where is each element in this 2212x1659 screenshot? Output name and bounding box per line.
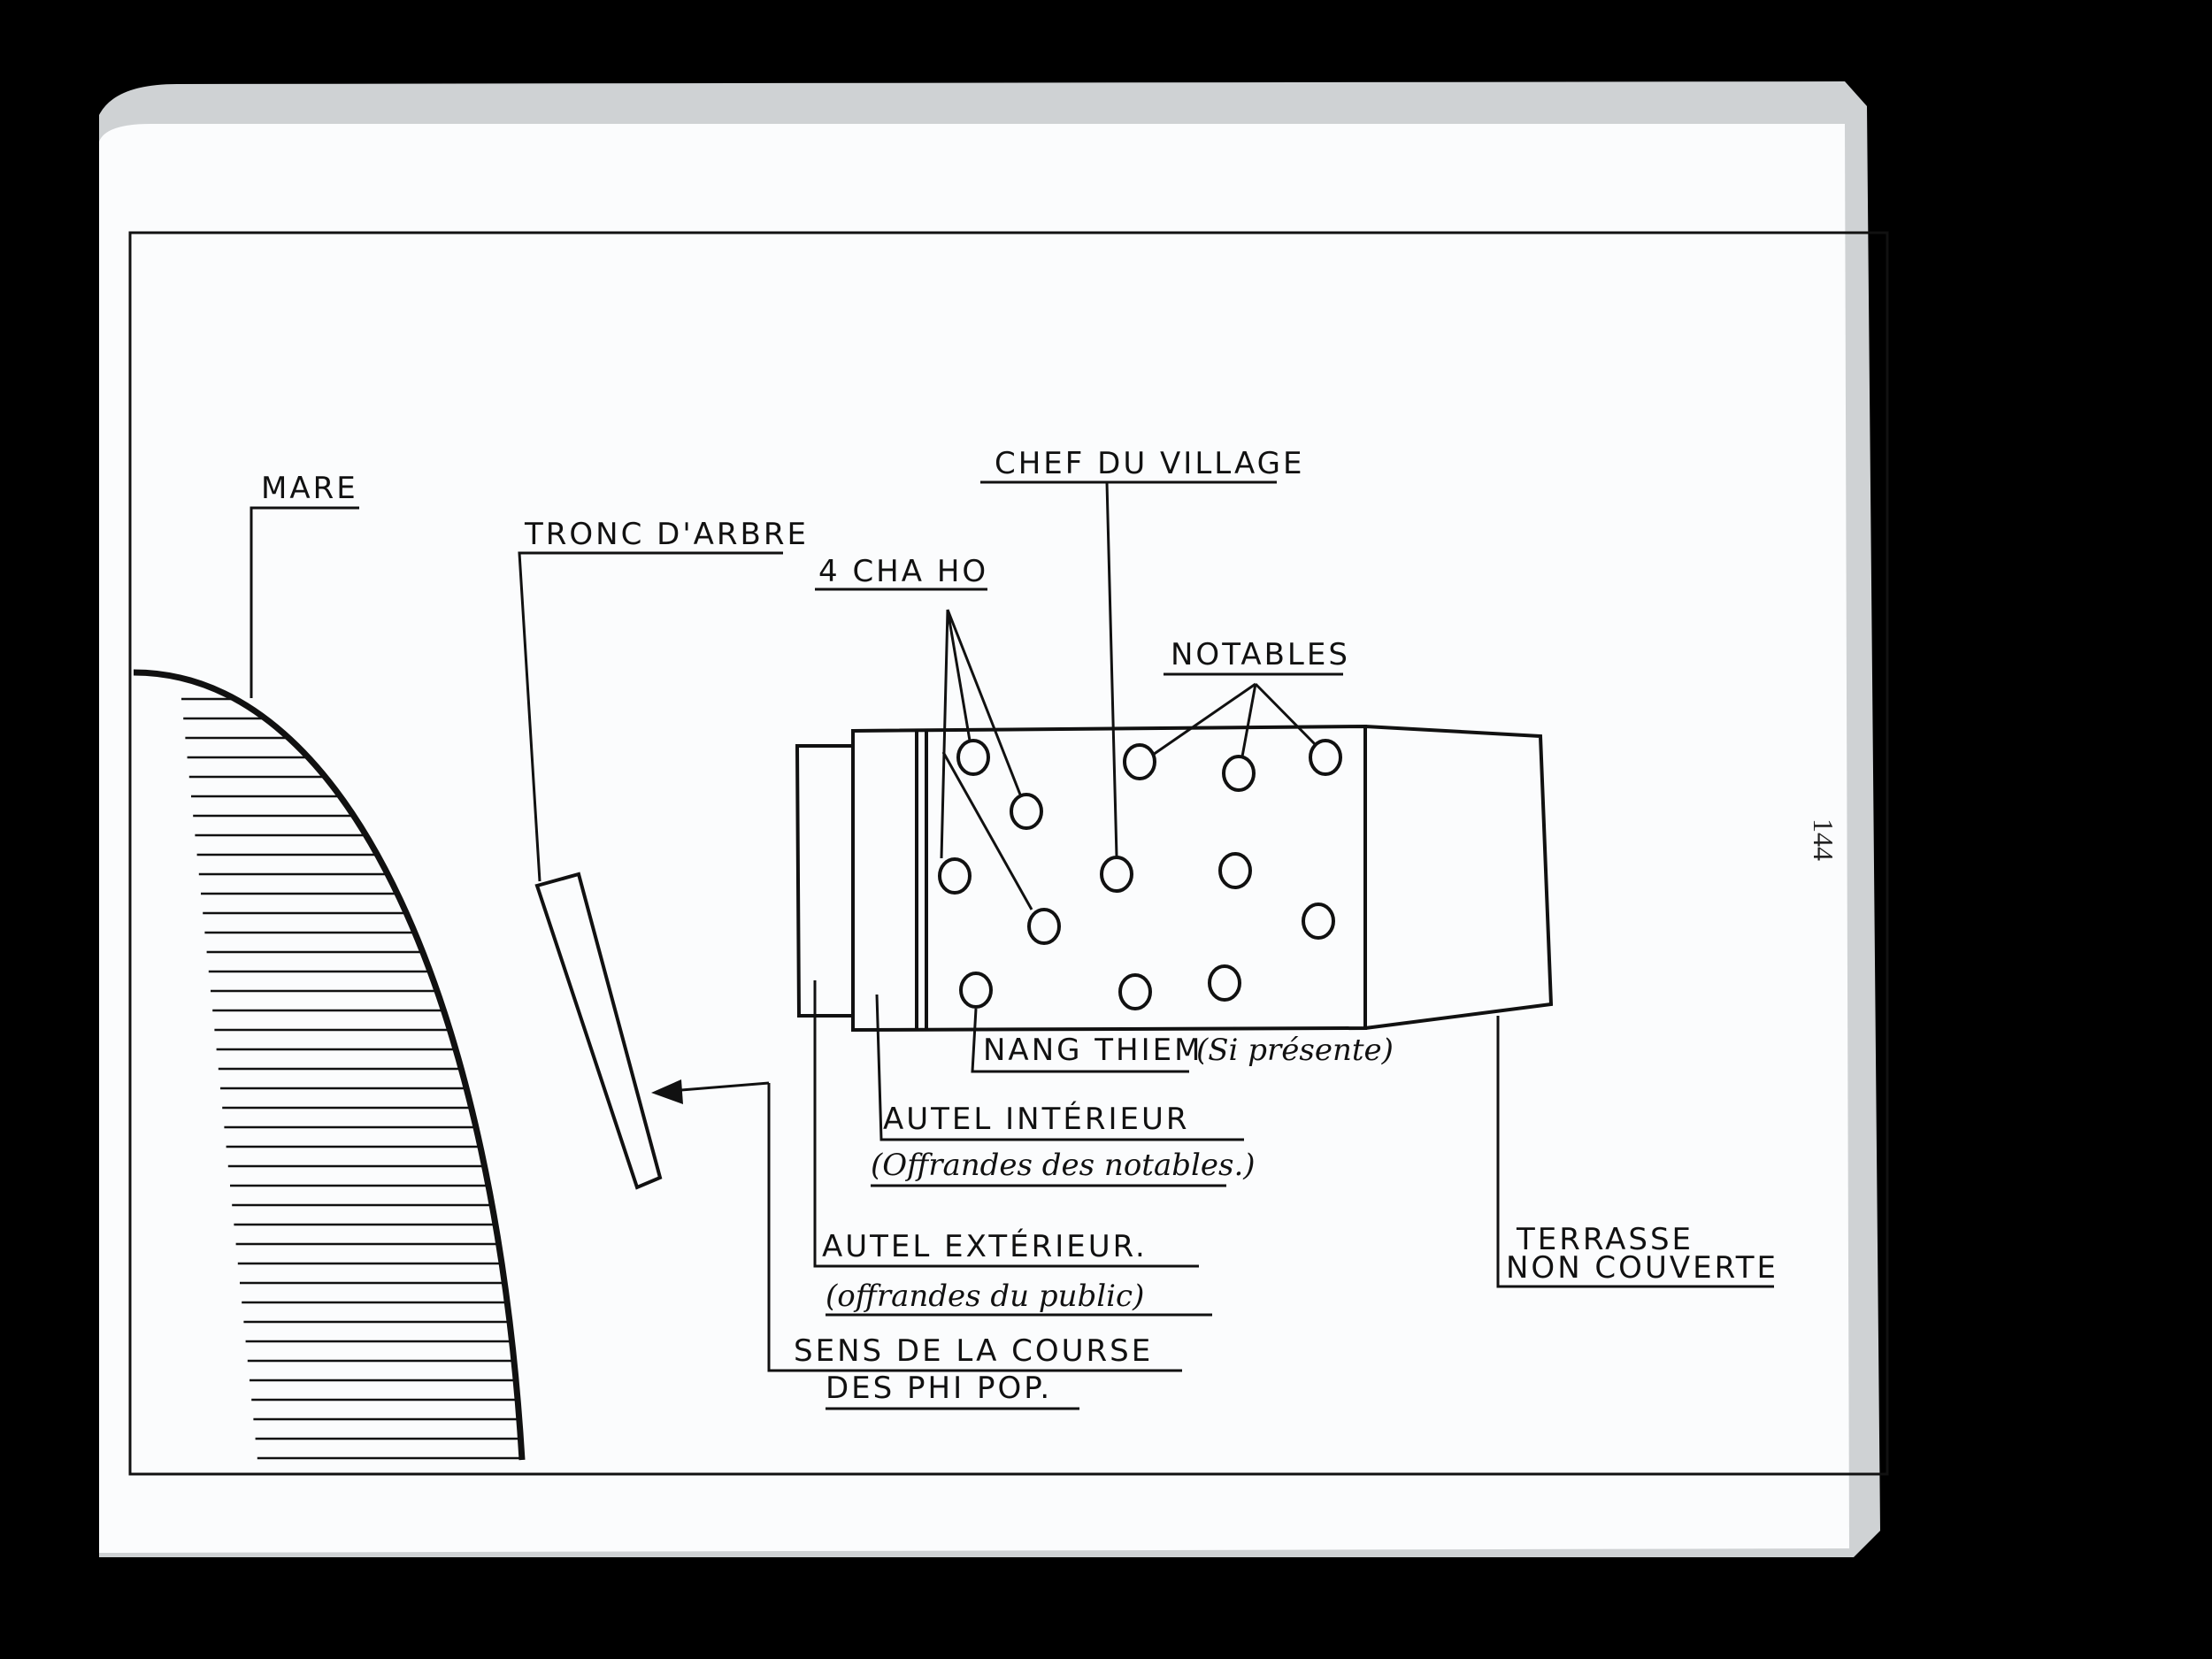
label-sens-course: SENS DE LA COURSE <box>794 1333 1153 1369</box>
label-phi-pop: DES PHI POP. <box>826 1371 1052 1406</box>
diagram-frame <box>128 231 1889 1476</box>
label-tronc: TRONC D'ARBRE <box>524 517 809 552</box>
person-circle <box>1010 793 1043 830</box>
label-autel-exterieur-note: (offrandes du public) <box>826 1279 1144 1314</box>
person-circle <box>1100 856 1133 893</box>
person-circle <box>1218 852 1252 889</box>
label-cha-ho: 4 CHA HO <box>818 554 988 589</box>
person-circle <box>1123 743 1156 780</box>
tree-trunk <box>534 872 663 1190</box>
label-nang-thiem-note: (Si présente) <box>1196 1033 1394 1068</box>
label-autel-interieur-note: (Offrandes des notables.) <box>871 1148 1256 1183</box>
label-autel-interieur: AUTEL INTÉRIEUR <box>883 1101 1190 1137</box>
arrow-head-icon <box>651 1079 683 1104</box>
person-circle <box>959 972 993 1009</box>
person-circle <box>1309 739 1342 776</box>
temple-building <box>795 724 1554 1033</box>
label-non-couverte: NON COUVERTE <box>1506 1250 1778 1286</box>
person-circle <box>938 857 972 895</box>
page-sheet <box>99 124 1849 1553</box>
pond-shore <box>133 669 526 1461</box>
label-notables: NOTABLES <box>1171 637 1350 672</box>
label-nang-thiem: NANG THIEM <box>983 1033 1202 1068</box>
person-circle <box>1118 973 1152 1010</box>
label-chef: CHEF DU VILLAGE <box>995 446 1304 481</box>
terrace <box>1363 725 1554 1030</box>
label-terrasse: TERRASSE <box>1516 1222 1694 1257</box>
person-circle <box>956 739 990 776</box>
label-mare: MARE <box>261 471 358 506</box>
person-circle <box>1302 902 1335 940</box>
person-circle <box>1222 755 1256 792</box>
outer-altar <box>795 744 855 1018</box>
label-autel-exterieur: AUTEL EXTÉRIEUR. <box>822 1228 1148 1264</box>
person-circle <box>1027 908 1061 945</box>
page-number: 144 <box>1808 818 1839 861</box>
people <box>938 739 1342 1010</box>
leader-lines <box>250 480 1774 1410</box>
person-circle <box>1208 964 1241 1002</box>
